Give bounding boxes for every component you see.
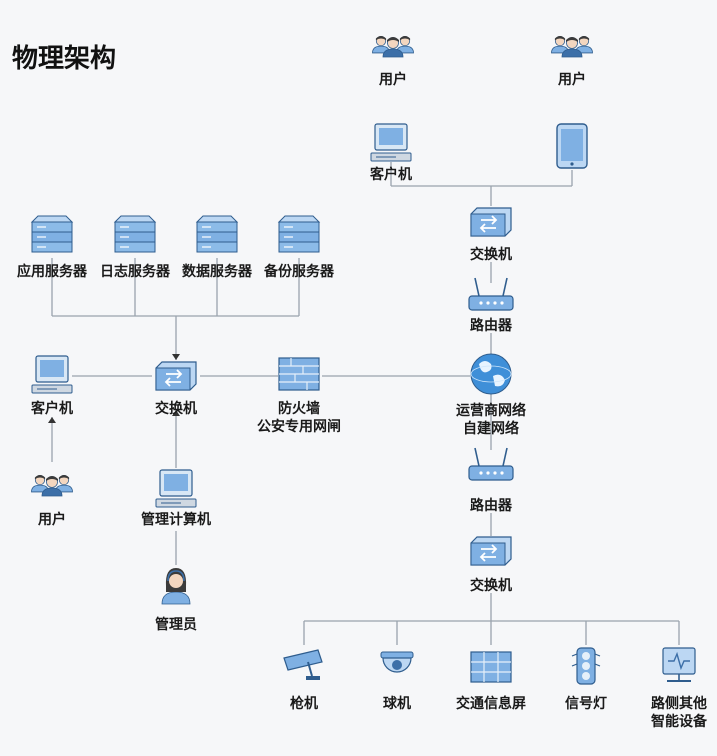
firewall-firewall-icon <box>278 357 320 391</box>
admin-label: 管理员 <box>155 617 197 633</box>
server-data-label: 数据服务器 <box>182 264 252 280</box>
connection-lines <box>48 162 680 645</box>
roadside-device-label-1: 路侧其他 <box>651 696 707 712</box>
bullet-camera-bullet-camera-icon <box>283 649 323 680</box>
router-bottom-router-icon <box>468 447 514 481</box>
info-screen-info-screen-icon <box>470 651 512 683</box>
bullet-camera-label: 枪机 <box>290 696 318 712</box>
signal-light-label: 信号灯 <box>565 696 607 712</box>
tablet-top-tablet-icon <box>556 123 588 169</box>
node-icons <box>30 35 696 685</box>
router-bottom-label: 路由器 <box>470 498 512 514</box>
edge-user-client-head <box>48 417 56 423</box>
user-top-left-label: 用户 <box>379 72 407 88</box>
switch-bottom-switch-icon <box>470 536 512 566</box>
info-screen-label: 交通信息屏 <box>456 696 526 712</box>
isp-network-label-2: 自建网络 <box>463 421 519 437</box>
user-top-right-users-icon <box>551 35 593 58</box>
server-log-server-icon <box>113 215 157 253</box>
edge-servers-to-switch-head <box>172 354 180 360</box>
switch-top-label: 交换机 <box>470 247 512 263</box>
server-backup-label: 备份服务器 <box>264 264 334 280</box>
isp-network-label-1: 运营商网络 <box>456 403 526 419</box>
server-data-server-icon <box>195 215 239 253</box>
server-app-server-icon <box>30 215 74 253</box>
mgmt-computer-desktop-computer-icon <box>155 469 197 508</box>
user-left-users-icon <box>31 474 73 497</box>
roadside-device-label-2: 智能设备 <box>651 714 707 730</box>
roadside-device-monitor-device-icon <box>662 647 696 682</box>
dome-camera-label: 球机 <box>383 696 411 712</box>
isp-network-globe-icon <box>470 353 512 395</box>
mgmt-computer-label: 管理计算机 <box>141 512 211 528</box>
page-title: 物理架构 <box>12 44 117 74</box>
switch-top-switch-icon <box>470 207 512 237</box>
user-top-right-label: 用户 <box>558 72 586 88</box>
firewall-label-1: 防火墙 <box>278 401 320 417</box>
switch-center-switch-icon <box>155 361 197 391</box>
client-left-label: 客户机 <box>31 401 73 417</box>
user-left-label: 用户 <box>38 512 66 528</box>
server-backup-server-icon <box>277 215 321 253</box>
client-top-desktop-computer-icon <box>370 123 412 162</box>
client-left-desktop-computer-icon <box>31 355 73 394</box>
switch-center-label: 交换机 <box>155 401 197 417</box>
server-log-label: 日志服务器 <box>100 264 170 280</box>
signal-light-traffic-light-icon <box>571 647 601 685</box>
client-top-label: 客户机 <box>370 167 412 183</box>
user-top-left-users-icon <box>372 35 414 58</box>
firewall-label-2: 公安专用网闸 <box>257 419 341 435</box>
admin-admin-icon <box>161 568 191 605</box>
edge-mgmt-switch-head <box>172 410 180 416</box>
server-app-label: 应用服务器 <box>17 264 87 280</box>
switch-bottom-label: 交换机 <box>470 578 512 594</box>
router-top-label: 路由器 <box>470 318 512 334</box>
router-top-router-icon <box>468 277 514 311</box>
dome-camera-dome-camera-icon <box>380 651 414 673</box>
